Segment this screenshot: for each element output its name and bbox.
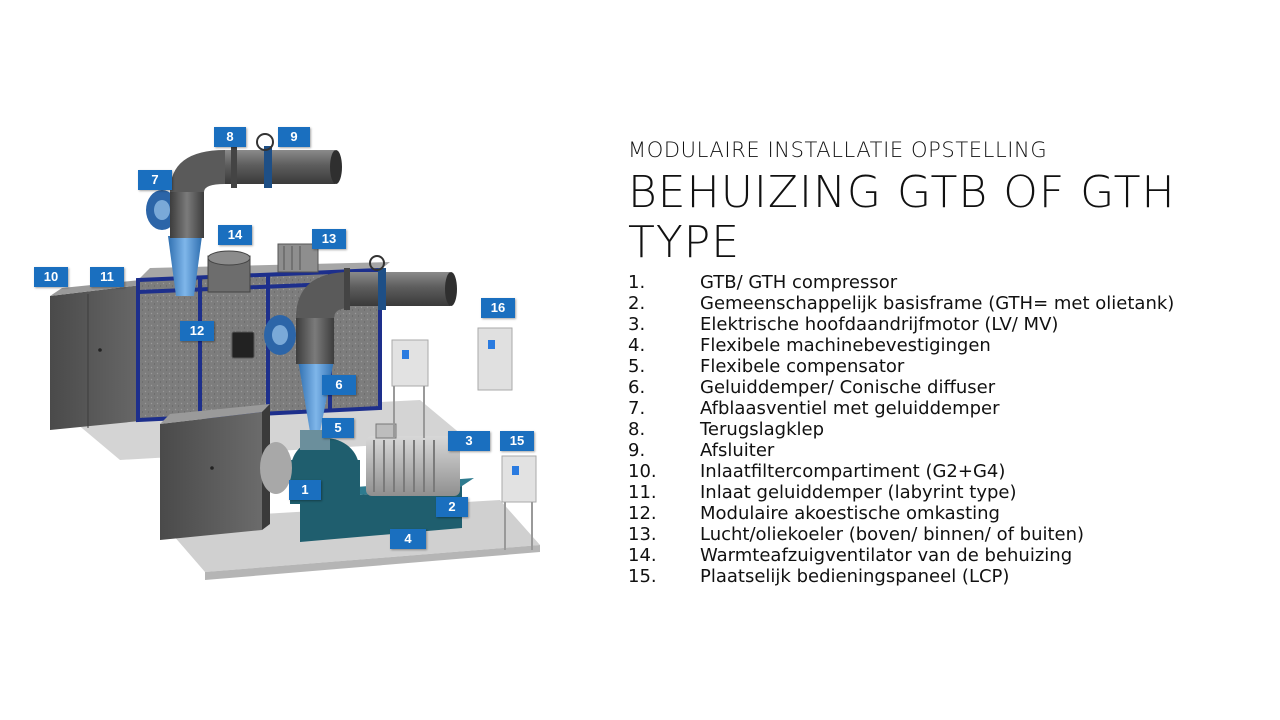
legend-item: 13. Lucht/oliekoeler (boven/ binnen/ of b… <box>628 524 1268 545</box>
legend-number: 11. <box>628 482 657 503</box>
legend-item: 3. Elektrische hoofdaandrijfmotor (LV/ MV… <box>628 314 1268 335</box>
legend-number: 1. <box>628 272 646 293</box>
component-legend: 1. GTB/ GTH compressor 2. Gemeenschappelij… <box>628 272 1268 587</box>
callout-11: 11 <box>90 267 124 287</box>
legend-item: 15. Plaatselijk bedieningspaneel (LCP) <box>628 566 1268 587</box>
legend-text: Geluiddemper/ Conische diffuser <box>700 377 996 398</box>
legend-item: 6. Geluiddemper/ Conische diffuser <box>628 377 1268 398</box>
legend-text: Modulaire akoestische omkasting <box>700 503 1000 524</box>
callout-12: 12 <box>180 321 214 341</box>
callout-2: 2 <box>436 497 468 517</box>
legend-item: 14. Warmteafzuigventilator van de behuizi… <box>628 545 1268 566</box>
legend-number: 13. <box>628 524 657 545</box>
legend-panel: MODULAIRE INSTALLATIE OPSTELLING BEHUIZI… <box>628 136 1268 587</box>
legend-text: Plaatselijk bedieningspaneel (LCP) <box>700 566 1010 587</box>
legend-number: 5. <box>628 356 646 377</box>
legend-item: 11. Inlaat geluiddemper (labyrint type) <box>628 482 1268 503</box>
callout-8: 8 <box>214 127 246 147</box>
legend-number: 12. <box>628 503 657 524</box>
callout-10: 10 <box>34 267 68 287</box>
legend-item: 10. Inlaatfiltercompartiment (G2+G4) <box>628 461 1268 482</box>
legend-item: 12. Modulaire akoestische omkasting <box>628 503 1268 524</box>
legend-number: 6. <box>628 377 646 398</box>
legend-item: 1. GTB/ GTH compressor <box>628 272 1268 293</box>
callout-6: 6 <box>322 375 356 395</box>
legend-number: 2. <box>628 293 646 314</box>
legend-number: 14. <box>628 545 657 566</box>
legend-number: 3. <box>628 314 646 335</box>
callout-16: 16 <box>481 298 515 318</box>
legend-text: Warmteafzuigventilator van de behuizing <box>700 545 1073 566</box>
legend-item: 2. Gemeenschappelijk basisframe (GTH= met… <box>628 293 1268 314</box>
legend-text: Lucht/oliekoeler (boven/ binnen/ of buit… <box>700 524 1085 545</box>
legend-text: Afsluiter <box>700 440 775 461</box>
legend-number: 10. <box>628 461 657 482</box>
legend-text: Flexibele compensator <box>700 356 905 377</box>
callout-15: 15 <box>500 431 534 451</box>
legend-text: Gemeenschappelijk basisframe (GTH= met o… <box>700 293 1175 314</box>
callout-4: 4 <box>390 529 426 549</box>
callout-9: 9 <box>278 127 310 147</box>
legend-number: 8. <box>628 419 646 440</box>
callout-7: 7 <box>138 170 172 190</box>
callout-3: 3 <box>448 431 490 451</box>
legend-item: 9. Afsluiter <box>628 440 1268 461</box>
legend-text: Inlaat geluiddemper (labyrint type) <box>700 482 1017 503</box>
page-subtitle: MODULAIRE INSTALLATIE OPSTELLING <box>628 138 1048 162</box>
legend-number: 7. <box>628 398 646 419</box>
legend-item: 7. Afblaasventiel met geluiddemper <box>628 398 1268 419</box>
legend-item: 8. Terugslagklep <box>628 419 1268 440</box>
legend-text: Elektrische hoofdaandrijfmotor (LV/ MV) <box>700 314 1059 335</box>
callout-14: 14 <box>218 225 252 245</box>
legend-text: Inlaatfiltercompartiment (G2+G4) <box>700 461 1006 482</box>
callout-13: 13 <box>312 229 346 249</box>
legend-text: Terugslagklep <box>700 419 825 440</box>
page-title: BEHUIZING GTB OF GTH TYPE <box>628 167 1176 268</box>
legend-item: 5. Flexibele compensator <box>628 356 1268 377</box>
legend-text: Afblaasventiel met geluiddemper <box>700 398 1000 419</box>
compressor-installation-illustration <box>50 133 540 580</box>
callout-5: 5 <box>322 418 354 438</box>
legend-text: Flexibele machinebevestigingen <box>700 335 991 356</box>
legend-item: 4. Flexibele machinebevestigingen <box>628 335 1268 356</box>
legend-number: 9. <box>628 440 646 461</box>
callout-1: 1 <box>289 480 321 500</box>
legend-number: 15. <box>628 566 657 587</box>
legend-number: 4. <box>628 335 646 356</box>
legend-text: GTB/ GTH compressor <box>700 272 898 293</box>
